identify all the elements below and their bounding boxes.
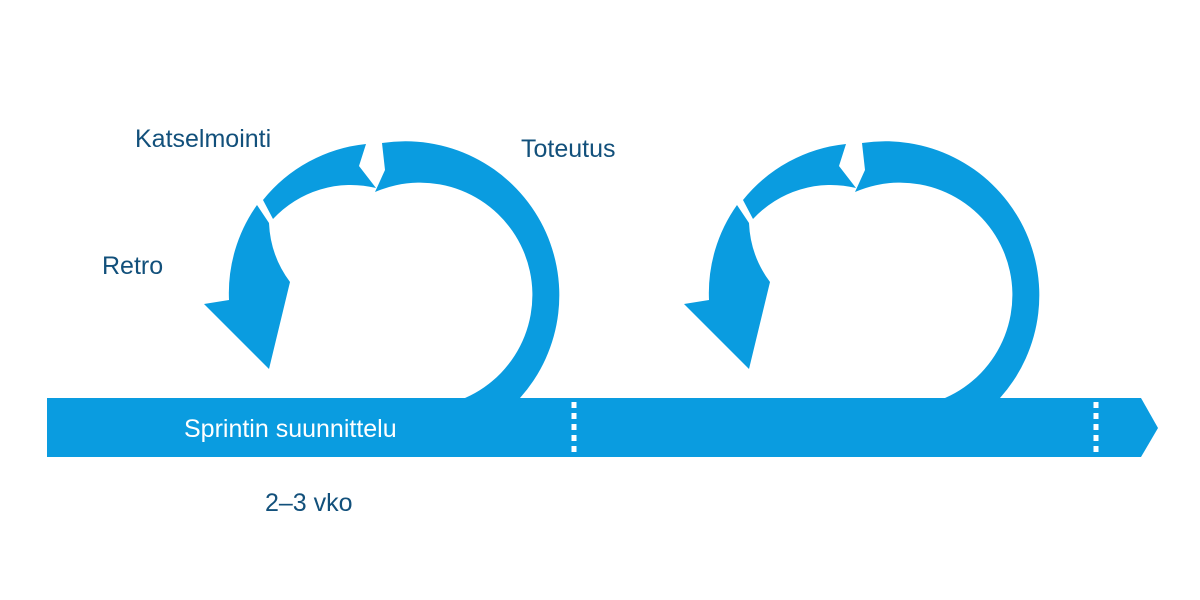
- sprint-2-loop: [684, 141, 1040, 398]
- sprint-1-loop-segment-toteutus: [375, 141, 560, 398]
- label-toteutus: Toteutus: [521, 135, 616, 163]
- label-sprint-duration: 2–3 vko: [265, 489, 353, 517]
- label-katselmointi: Katselmointi: [135, 125, 272, 153]
- sprint-1-loop-segment-katselmointi: [263, 144, 376, 219]
- sprint-2-loop-segment-toteutus: [855, 141, 1040, 398]
- sprint-1-loop-segment-retro: [204, 205, 290, 369]
- timeline-arrow: [47, 398, 1158, 457]
- sprint-2-loop-segment-retro: [684, 205, 770, 369]
- label-sprint-planning: Sprintin suunnittelu: [184, 415, 397, 443]
- sprint-2-loop-segment-katselmointi: [743, 144, 856, 219]
- sprint-1-loop: [204, 141, 560, 398]
- label-retro: Retro: [102, 252, 164, 280]
